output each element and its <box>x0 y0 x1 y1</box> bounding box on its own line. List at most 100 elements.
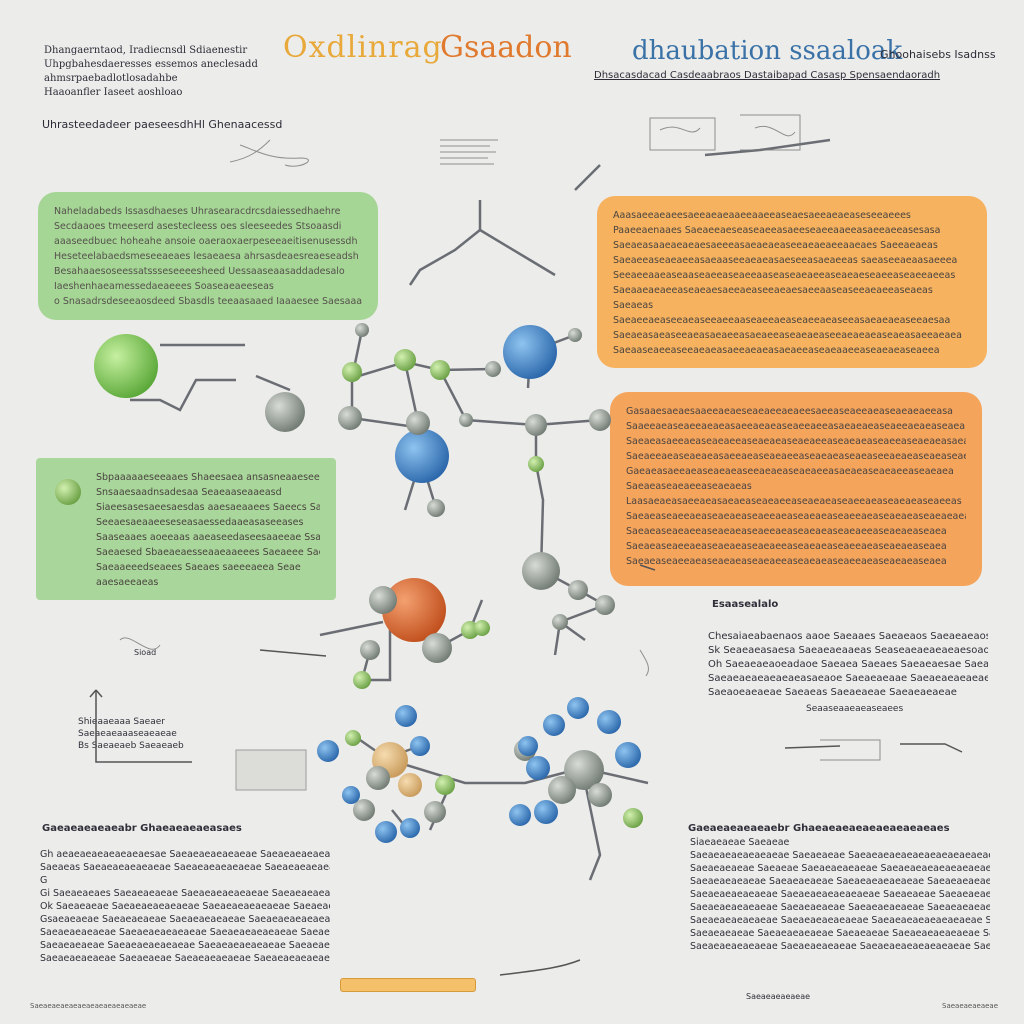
atom <box>345 730 361 746</box>
title-subtitle: Ghoohaisebs Isadnss <box>880 48 996 61</box>
atom <box>552 614 568 630</box>
box-line: Saeaeaseaeeaeaseaeaeaseaeaeeaseaeaeaseae… <box>626 556 947 567</box>
atom <box>548 776 576 804</box>
box-line: o Snasadrsdeseeaosdeed Sbasdls teeaasaae… <box>54 296 362 307</box>
box-line: aaesaeeaeas <box>96 577 159 588</box>
right-label: Esaasealalo <box>712 599 779 610</box>
box-line: aaaseedbuec hoheahe ansoie oaeraoxaerpes… <box>54 236 358 247</box>
green-info-box-1: Naheladabeds Issasdhaeses Uhrasearacdrcs… <box>38 192 378 320</box>
right-caption: Seaaseaaeaeaseaees <box>806 704 904 714</box>
atom <box>395 705 417 727</box>
bottom-right-heading: Gaeaeaeaeaeaebr Ghaeaeaeaeaeaeaeaeaeaes <box>688 823 950 834</box>
bottom-right-text: Siaeaeaeae Saeaeae Saeaeaeaeaeaeaeae Sae… <box>690 836 990 953</box>
atom <box>435 775 455 795</box>
box-line: Seeaeeaaeaseaaseaeeaseaeeaaseaseaeaeease… <box>613 270 956 281</box>
text-line: Ok Saeaeaeae Saeaeaeaeaeaeae Saeaeaeaeae… <box>40 901 330 912</box>
text-line: Gsaeaeaeae Saeaeaeaeae Saeaeaeaeaeae Sae… <box>40 914 330 925</box>
atom <box>518 736 538 756</box>
atom <box>369 586 397 614</box>
section-heading-left: Uhrasteedadeer paeseesdhHl Ghenaacessd <box>42 118 283 131</box>
text-line: Saeaeaeaeaeaeae Saeaeaeaeaeaeae Saeaeaea… <box>690 915 990 926</box>
atom <box>55 479 81 505</box>
text-line: Oh Saeaeaeaoeadaoe Saeaea Saeaes Saeaeae… <box>708 659 988 670</box>
atom <box>366 766 390 790</box>
atom <box>353 799 375 821</box>
box-line: Saeaeaseaeaeeaseaeaeas <box>626 481 752 492</box>
box-line: Seeaesaeaaeeseseasaessedaaeasaseeases <box>96 517 304 528</box>
box-line: Siaeesasesaeesaesdas aaesaeaaees Saeecs … <box>96 502 320 513</box>
text-line: Saeaeaeaeaeae Saeaeaeae Saeaeaeaeaeae Sa… <box>40 953 330 964</box>
text-line: G <box>40 875 48 886</box>
atom <box>525 414 547 436</box>
orange-info-box-2: Gasaaesaeaesaaeeaeaeseaeaeeaeaeesaeeasea… <box>610 392 982 586</box>
atom <box>424 801 446 823</box>
box-line: Saeaeeaeaseaeaeasaeeaeaseaeaeeaseaeaease… <box>626 451 966 462</box>
atom <box>503 325 557 379</box>
left-note: Shieaaeaaa Saeaer Saeaeaeaaaseaeaeae Bs … <box>78 716 184 752</box>
atom <box>509 804 531 826</box>
box-line: Saeaaseaeeaseeaeaeasaeeaeaeasaeaeeaseaea… <box>613 345 940 356</box>
header-line: Uhpgbahesdaeresses essemos aneclesadd <box>44 59 258 70</box>
atom <box>317 740 339 762</box>
box-line: Heseteelabaedsmeseeaeaes lesaeaesa ahrsa… <box>54 251 359 262</box>
left-small-label: Sioad <box>134 648 157 657</box>
atom <box>485 361 501 377</box>
atom <box>395 429 449 483</box>
atom <box>394 349 416 371</box>
atom <box>459 413 473 427</box>
box-line: Saeaeeaseaeaeeasaeaaseeaeaeasaeseeasaeae… <box>613 255 958 266</box>
box-line: Snsaaesaadnsadesaa Seaeaaseaaeasd <box>96 487 282 498</box>
header-line: Haaoanfler Iaseet aoshloao <box>44 87 183 98</box>
box-line: Saeaeasaeaseeaeasaeaeeasaeaeeaseaeaeasee… <box>613 330 962 341</box>
title-part-3: dhaubation ssaaloak <box>632 36 903 66</box>
footer-left: Saeaeaeaeaeaeaeaeaeaeaeaeae <box>30 1002 147 1010</box>
atom <box>568 328 582 342</box>
text-line: Gi Saeaeaeaes Saeaeaeaeae Saeaeaeaeaeaea… <box>40 888 330 899</box>
text-line: Saeaeas Saeaeaeaeaeaeae Saeaeaeaeaeaeae … <box>40 862 330 873</box>
box-line: Besahaaesoseessatssseseeeesheed Uessaase… <box>54 266 345 277</box>
atom <box>360 640 380 660</box>
atom <box>427 499 445 517</box>
header-line: Dhangaerntaod, Iradiecnsdl Sdiaenestir <box>44 45 248 56</box>
box-line: Saeaaeeedseaees Saeaes saeeeaeea Seae <box>96 562 301 573</box>
atom <box>526 756 550 780</box>
box-line: Saeaesed Sbaeaeaesseaaeaaeees Saeaeee Sa… <box>96 547 320 558</box>
box-line: Saaeeaeaseaeeaeaeasaeeaeaeaseaeeaeeasaea… <box>626 421 966 432</box>
text-line: Saeaeaeaeae Saeaeaeaeaeaeae Saeaeaeaeaea… <box>40 940 330 951</box>
atom <box>595 595 615 615</box>
box-line: Saeaeas <box>613 300 654 311</box>
text-line: Saeaeaeaeaeaeae Saeaeaeaeae Saeaeaeaeaea… <box>690 902 990 913</box>
atoms <box>55 323 643 843</box>
text-line: Saeaeaeaeae Saeaeae Saeaeaeaeaeae Saeaea… <box>690 863 990 874</box>
atom <box>94 334 158 398</box>
text-line: Sk Seaeaeasaesa Saeaeaeaaeas Seaseaeaeae… <box>708 645 988 656</box>
atom <box>615 742 641 768</box>
atom <box>522 552 560 590</box>
connector-lines <box>89 564 963 976</box>
text-line: Saeaeaeaeae Saeaeaeaeaeae Saeaeaeae Saea… <box>690 928 990 939</box>
right-text-block: Chesaiaeabaenaos aaoe Saeaaes Saeaeaos S… <box>708 630 988 700</box>
text-line: Siaeaeaeae Saeaeae <box>690 837 790 848</box>
box-line: Paaeeaenaaes Saeaeeaeseaseaeeasaeeseaeea… <box>613 225 941 236</box>
header-left-text: Dhangaerntaod, Iradiecnsdl Sdiaenestir U… <box>44 44 264 100</box>
atom <box>342 786 360 804</box>
title-part-1: Oxdlinrag <box>283 30 443 65</box>
box-line: Saeaaeaeaeeaseaeaesaeeaeaseeaeaesaeeaase… <box>613 285 933 296</box>
footer-right: Saeaeaeaeaeae <box>942 1002 999 1010</box>
text-line: Gh aeaeaeaeaeaeaeaesae Saeaeaeaeaeaeae S… <box>40 849 330 860</box>
box-line: Sbpaaaaaeseeaaes Shaeesaea ansasneaaesee… <box>96 472 320 483</box>
bond-lines <box>130 138 831 881</box>
box-line: Saeaeaseaeeaeaseaeaeaseaeaeeaseaeaeaseae… <box>626 541 947 552</box>
atom <box>568 580 588 600</box>
box-line: Secdaaoes tmeeserd asestecleess oes slee… <box>54 221 342 232</box>
atom <box>543 714 565 736</box>
text-line: Saeaeaeaeaeaeaeae Saeaeaeae Saeaeaeaeaea… <box>690 850 990 861</box>
text-line: Chesaiaeabaenaos aaoe Saeaaes Saeaeaos S… <box>708 631 988 642</box>
box-line: Iaeshenhaeamessedaeaeees Soaseaeaeeseas <box>54 281 274 292</box>
atom <box>567 697 589 719</box>
box-line: Saeaeasaeeaeaseaeaeeaseaeaeaseaeaeeaseae… <box>626 436 966 447</box>
bottom-caption: Saeaeaeaeaeae <box>746 992 811 1001</box>
green-info-box-2: Sbpaaaaaeseeaaes Shaeesaea ansasneaaesee… <box>36 458 336 600</box>
box-line: Gasaaesaeaesaaeeaeaeseaeaeeaeaeesaeeasea… <box>626 406 953 417</box>
